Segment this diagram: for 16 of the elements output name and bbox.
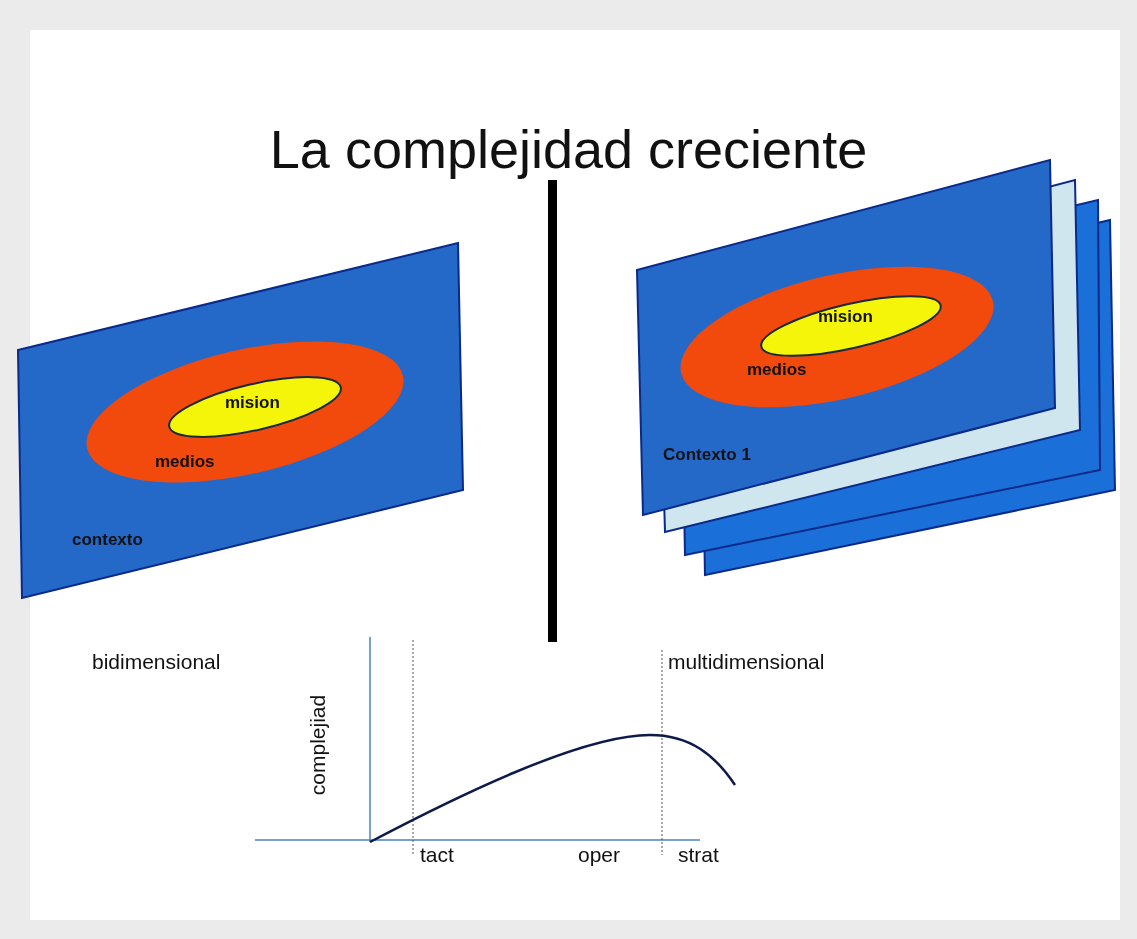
axis-label: oper [578,843,621,867]
shape-label: mision [225,393,280,413]
context-panel [18,243,464,599]
axis-label: strat [678,843,719,867]
shape-label: mision [818,307,873,327]
shape-label: contexto [72,530,143,550]
shape-label: medios [747,360,807,380]
axis-title: complejiad [306,694,330,796]
title: La complejidad creciente [269,119,868,179]
mission-ellipse [165,375,345,440]
shape-label: Contexto 1 [663,445,751,465]
axis-end-label: multidimensional [668,650,825,674]
mission-ellipse [757,295,945,357]
shape-label: medios [155,452,215,472]
axis-label: tact [420,843,454,867]
axis-end-label: bidimensional [92,650,221,674]
